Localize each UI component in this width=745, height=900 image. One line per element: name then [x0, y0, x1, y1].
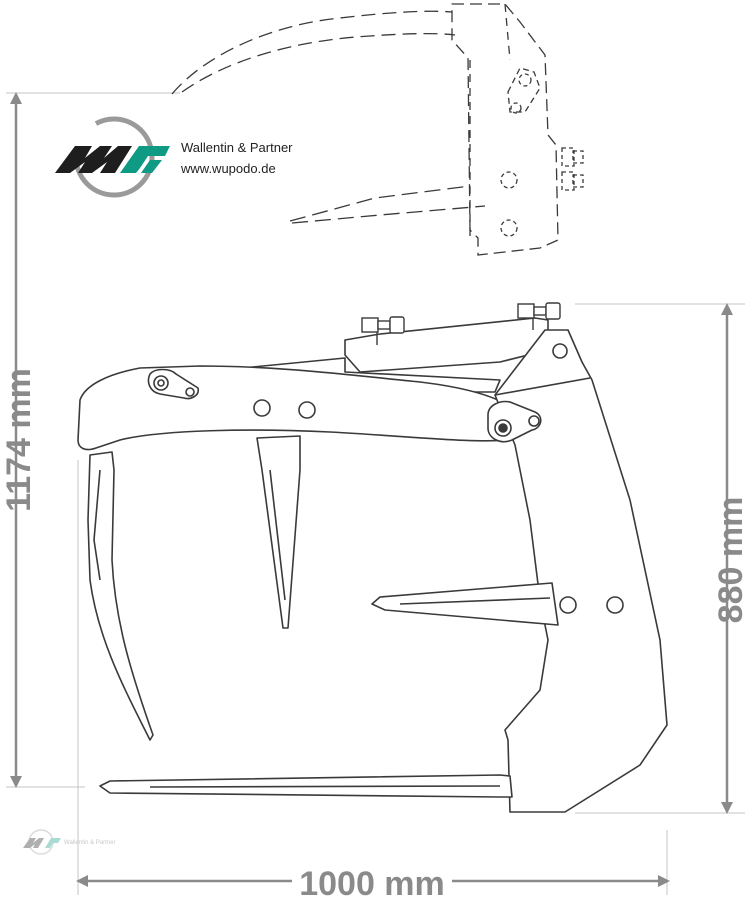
brand-url[interactable]: www.wupodo.de	[181, 161, 276, 176]
dimension-arrows	[10, 92, 733, 887]
open-tine-upper	[171, 10, 453, 95]
open-tine-upper-inner	[181, 32, 456, 93]
open-side-frame	[451, 3, 559, 256]
logo-p	[120, 146, 170, 173]
grapple-closed-position	[77, 317, 668, 813]
grapple-open-position	[171, 3, 584, 256]
brand-name: Wallentin & Partner	[181, 140, 293, 155]
company-logo	[55, 116, 170, 198]
pins-and-holes	[153, 343, 624, 614]
hook-tine	[87, 451, 154, 741]
watermark-text: Wallentin & Partner	[64, 840, 116, 846]
middle-spike	[256, 435, 301, 629]
side-spike	[371, 582, 559, 626]
logo-w	[55, 146, 132, 173]
open-tine-lower	[289, 185, 471, 222]
hydraulic-cylinder	[344, 317, 549, 373]
grab-height-label: 880 mm	[712, 497, 745, 624]
hydraulic-couplings	[361, 302, 561, 345]
width-label: 1000 mm	[299, 865, 445, 900]
back-frame	[494, 329, 668, 813]
open-tine-lower-2	[291, 205, 486, 224]
overall-height-label: 1174 mm	[0, 368, 38, 512]
watermark-logo	[23, 829, 61, 855]
extension-lines	[6, 92, 745, 895]
